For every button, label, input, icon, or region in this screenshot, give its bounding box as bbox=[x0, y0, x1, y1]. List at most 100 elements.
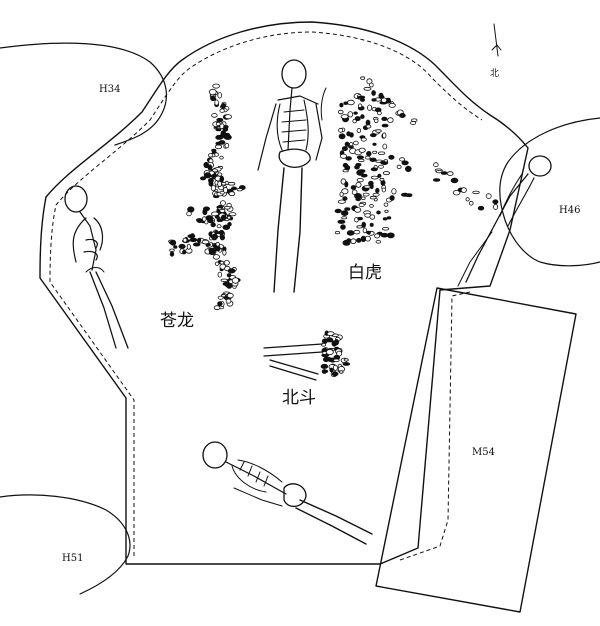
shell-piece bbox=[372, 142, 377, 146]
shell-piece bbox=[220, 214, 227, 221]
label-north: 北 bbox=[490, 68, 499, 79]
shell-piece bbox=[360, 173, 368, 178]
shell-piece bbox=[332, 364, 338, 371]
shell-piece bbox=[361, 221, 367, 228]
shell-piece bbox=[217, 271, 222, 278]
shell-piece bbox=[213, 305, 221, 311]
shell-piece bbox=[169, 248, 175, 252]
shell-piece bbox=[227, 181, 236, 186]
shell-piece bbox=[446, 171, 454, 176]
shell-piece bbox=[366, 230, 371, 235]
shell-piece bbox=[334, 338, 339, 346]
shell-mosaic-baihu bbox=[334, 76, 499, 246]
pit-outline-m54-dashed bbox=[399, 291, 471, 561]
shell-piece bbox=[342, 239, 351, 246]
shell-piece bbox=[401, 160, 409, 166]
shell-piece bbox=[382, 143, 388, 150]
shell-piece bbox=[321, 365, 328, 369]
shell-piece bbox=[173, 245, 178, 249]
shell-piece bbox=[227, 221, 232, 227]
shell-piece bbox=[182, 249, 187, 255]
shell-piece bbox=[341, 210, 349, 217]
shell-piece bbox=[331, 371, 339, 377]
shell-piece bbox=[372, 150, 378, 154]
shell-piece bbox=[377, 151, 386, 155]
shell-piece bbox=[367, 104, 373, 111]
shell-piece bbox=[360, 137, 367, 142]
shell-piece bbox=[360, 196, 366, 200]
pit-outline-m54 bbox=[375, 287, 577, 613]
shell-piece bbox=[400, 192, 409, 197]
shell-piece bbox=[332, 358, 340, 362]
shell-piece bbox=[215, 134, 224, 140]
shell-piece bbox=[365, 124, 372, 129]
label-baihu: 白虎 bbox=[348, 263, 382, 283]
shell-piece bbox=[411, 118, 418, 122]
shell-piece bbox=[208, 88, 217, 96]
shell-piece bbox=[342, 362, 351, 366]
skeleton-center bbox=[257, 59, 327, 293]
shell-piece bbox=[388, 154, 395, 160]
shell-piece bbox=[381, 116, 388, 122]
shell-piece bbox=[468, 200, 474, 206]
shell-piece bbox=[356, 155, 364, 160]
shell-piece bbox=[492, 199, 499, 205]
shell-piece bbox=[382, 132, 387, 139]
shell-piece bbox=[208, 181, 214, 187]
shell-piece bbox=[356, 178, 364, 183]
shell-piece bbox=[186, 211, 192, 217]
shell-piece bbox=[212, 83, 220, 89]
shell-piece bbox=[477, 205, 485, 211]
shell-piece bbox=[215, 121, 221, 127]
shell-piece bbox=[389, 195, 395, 201]
shell-piece bbox=[214, 144, 223, 150]
shell-piece bbox=[226, 292, 234, 299]
shell-piece bbox=[220, 200, 226, 206]
shell-piece bbox=[358, 147, 366, 153]
shell-piece bbox=[343, 358, 349, 362]
shell-piece bbox=[353, 111, 358, 115]
shell-piece bbox=[391, 188, 397, 195]
shell-piece bbox=[399, 113, 406, 119]
shell-piece bbox=[354, 164, 360, 170]
shell-piece bbox=[371, 90, 376, 96]
pit-outline-h34 bbox=[0, 42, 167, 146]
shell-piece bbox=[189, 237, 198, 243]
shell-piece bbox=[338, 127, 344, 133]
shell-piece bbox=[356, 237, 362, 243]
shell-piece bbox=[226, 215, 232, 220]
shell-piece bbox=[472, 190, 480, 195]
shell-piece bbox=[344, 181, 349, 188]
shell-piece bbox=[224, 114, 232, 120]
shell-piece bbox=[369, 133, 377, 138]
shell-piece bbox=[369, 183, 374, 190]
shell-piece bbox=[353, 229, 361, 235]
pit-outline-h46 bbox=[499, 117, 600, 267]
shell-piece bbox=[372, 192, 380, 197]
shell-piece bbox=[219, 155, 224, 160]
shell-piece bbox=[339, 153, 347, 159]
shell-piece bbox=[386, 232, 395, 239]
shell-piece bbox=[337, 199, 346, 204]
shell-piece bbox=[356, 225, 363, 229]
shell-piece bbox=[356, 127, 362, 134]
shell-piece bbox=[441, 171, 448, 175]
shell-piece bbox=[359, 98, 365, 102]
shell-piece bbox=[378, 164, 384, 169]
shell-piece bbox=[217, 301, 223, 307]
shell-piece bbox=[339, 191, 344, 197]
shell-piece bbox=[346, 230, 355, 236]
shell-piece bbox=[354, 116, 361, 122]
shell-piece bbox=[227, 268, 236, 274]
shell-piece bbox=[222, 126, 229, 132]
shell-piece bbox=[228, 212, 237, 217]
shell-piece bbox=[219, 234, 225, 241]
shell-piece bbox=[344, 164, 351, 171]
shell-piece bbox=[374, 233, 381, 239]
shell-piece bbox=[383, 202, 389, 207]
shell-piece bbox=[381, 97, 388, 103]
shell-piece bbox=[217, 172, 223, 177]
shell-piece bbox=[216, 224, 222, 229]
shell-piece bbox=[375, 129, 382, 133]
